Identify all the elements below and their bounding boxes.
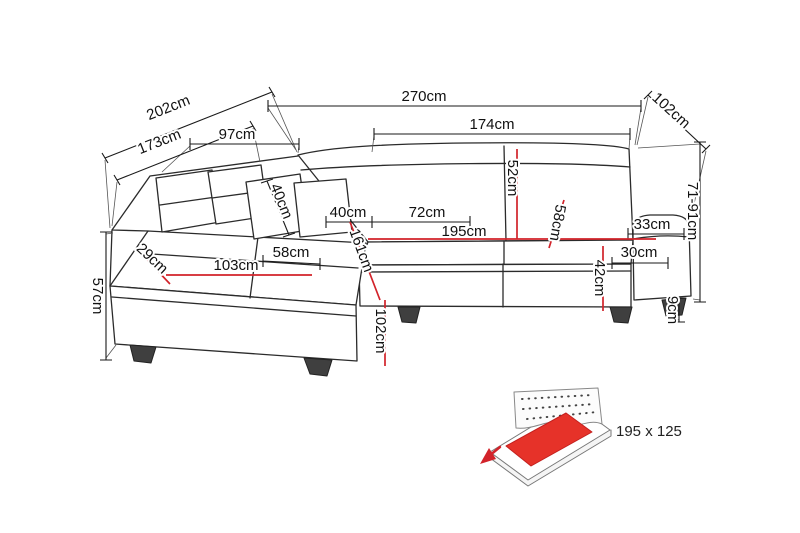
dim-label-seat-height: 42cm — [591, 260, 608, 297]
bed-mattress — [505, 412, 593, 467]
unfold-arrow-head — [480, 448, 496, 464]
backrest-center-seam — [503, 145, 507, 242]
chaise-back-edge — [111, 155, 299, 232]
dim-label-seat-section-width: 174cm — [469, 116, 514, 133]
backrest — [297, 142, 634, 243]
dim-label-sleeping-length: 195cm — [441, 223, 486, 240]
dim-label-leg-height: 9cm — [664, 296, 681, 324]
dim-label-chaise-outer-length: 202cm — [144, 92, 192, 124]
dim-label-armrest-inner-width: 30cm — [621, 244, 658, 261]
dim-label-seat-depth: 72cm — [409, 204, 446, 221]
headrest-cushion-left-crease — [159, 196, 217, 206]
chaise-left-edge — [109, 229, 113, 287]
front-face — [358, 263, 632, 308]
dim-label-total-width: 270cm — [401, 88, 446, 105]
sofa-line-drawing — [109, 142, 692, 377]
sleeping-area-label: 195 x 125 — [616, 423, 682, 440]
dim-label-pillow-width: 40cm — [330, 204, 367, 221]
chaise-seat-crease-2 — [249, 236, 259, 299]
dim-label-chaise-front-width: 102cm — [372, 308, 389, 353]
dim-label-left-side-height: 57cm — [89, 278, 106, 315]
chaise-front-face — [109, 285, 358, 362]
extension-lines — [104, 93, 707, 359]
black-dimension-lines — [100, 86, 711, 361]
sofa-legs — [129, 297, 687, 377]
chaise-front-crease — [111, 296, 357, 317]
front-face-crease — [359, 270, 632, 273]
dim-label-chaise-seat-width: 58cm — [273, 244, 310, 261]
dim-label-side-depth: 102cm — [649, 89, 694, 132]
headrest-crease — [300, 162, 631, 171]
dim-label-backrest-height: 52cm — [504, 160, 521, 197]
sleeping-function-icon — [480, 387, 612, 487]
dim-label-chaise-inner-length: 173cm — [135, 126, 183, 158]
red-dimension-lines — [137, 149, 656, 366]
dim-label-armrest-width: 33cm — [634, 216, 671, 233]
bed-blanket-dots — [521, 394, 598, 420]
dim-label-chaise-seat-length: 103cm — [213, 257, 258, 274]
dim-label-back-section-width: 97cm — [219, 126, 256, 143]
dim-label-total-height: 71-91cm — [684, 182, 701, 240]
